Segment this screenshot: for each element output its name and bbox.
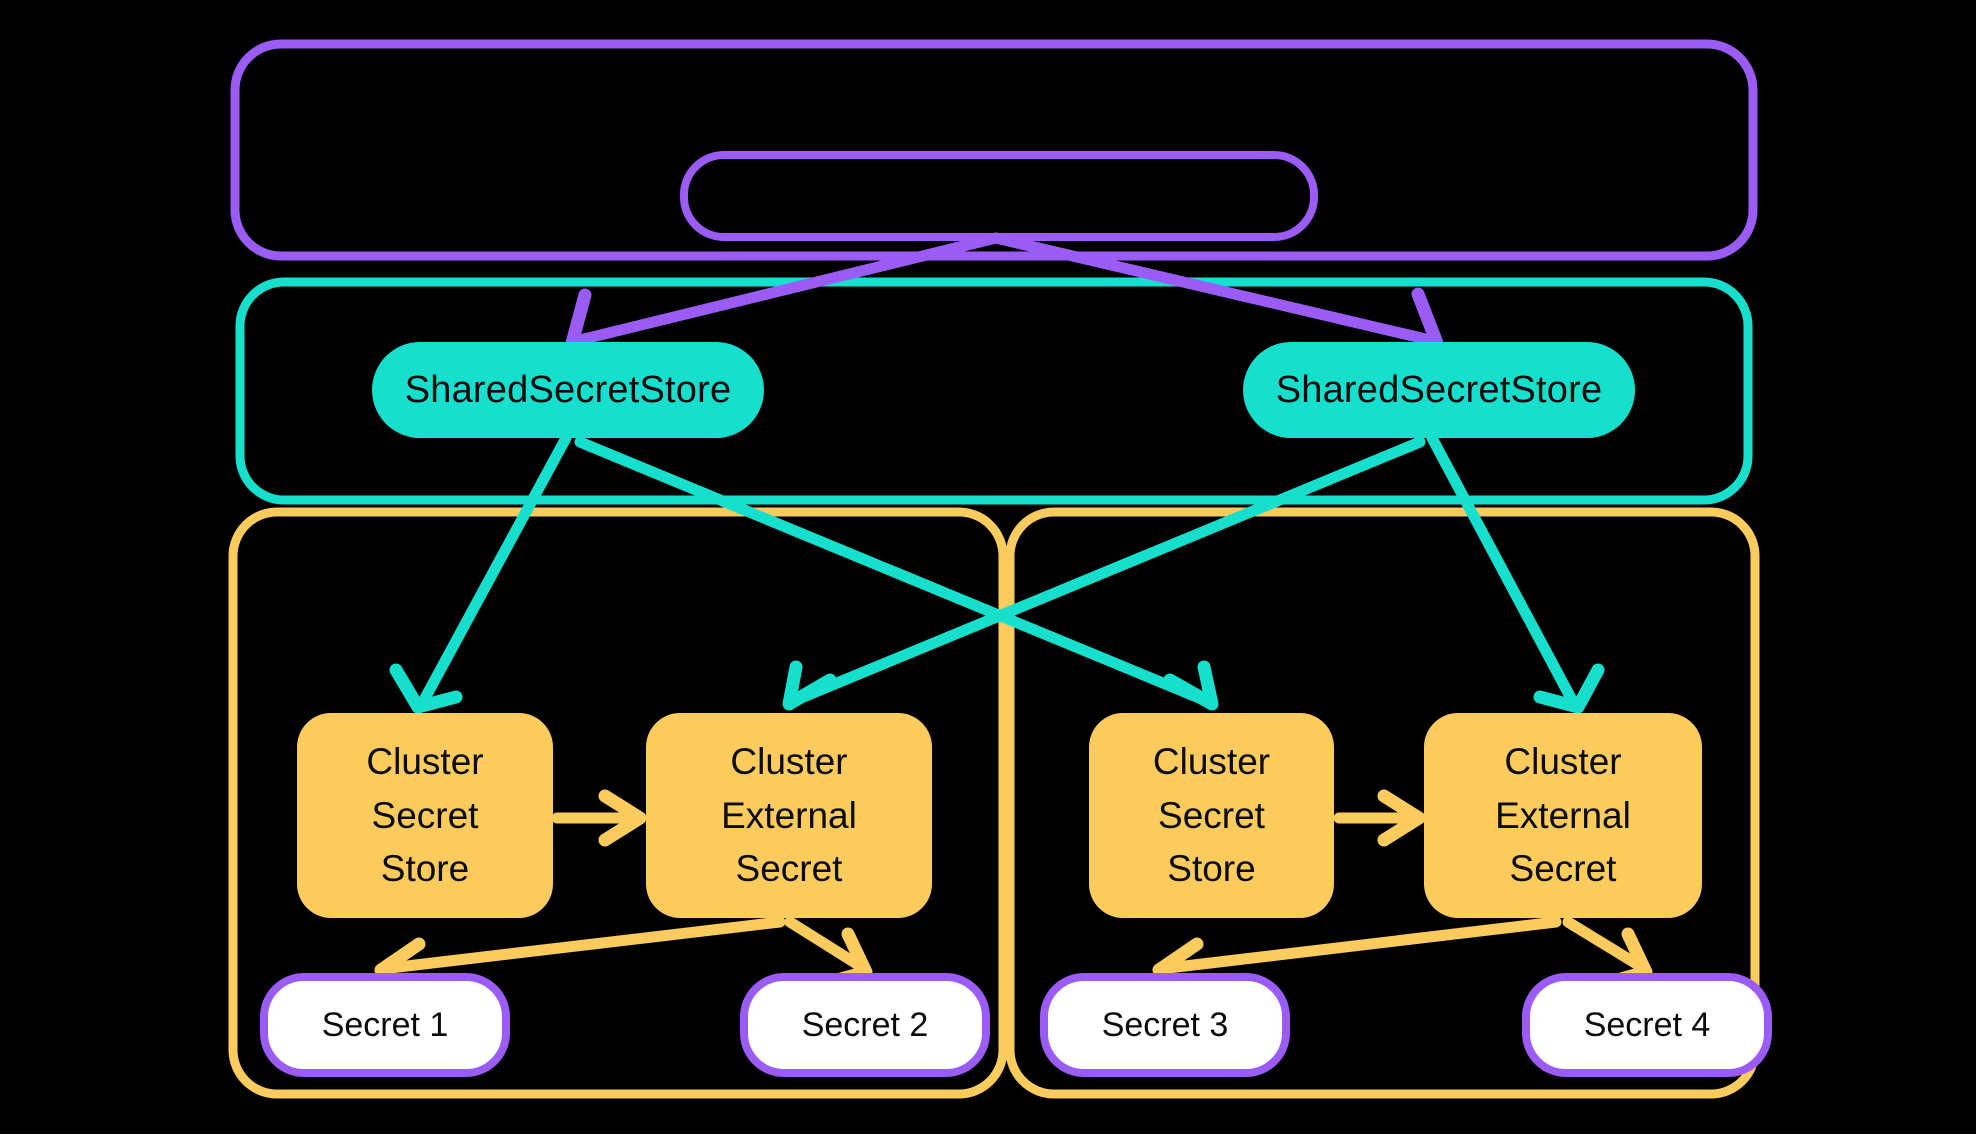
cluster-external-secret-2-line-1: Cluster (1504, 741, 1622, 783)
secret-4-label: Secret 4 (1583, 1005, 1711, 1044)
secret-1[interactable]: Secret 1 (260, 973, 510, 1077)
outer-purple-container (230, 39, 1758, 261)
cluster-external-secret-1-line-2: External (721, 794, 857, 836)
secret-2-label: Secret 2 (801, 1005, 929, 1044)
shared-right-to-cluster-external-secret-1 (782, 436, 1426, 711)
secret-3-label: Secret 3 (1101, 1005, 1229, 1044)
shared-secret-store-right[interactable]: SharedSecretStore (1243, 342, 1635, 438)
shared-right-to-cluster-external-secret-2 (1426, 432, 1605, 714)
cluster-secret-store-1-to-external-secret-1 (551, 789, 647, 847)
cluster-secret-store-1-line-1: Cluster (366, 741, 484, 783)
secret-4[interactable]: Secret 4 (1522, 973, 1772, 1077)
cluster-secret-store-1[interactable]: Cluster Secret Store (297, 713, 553, 918)
orange-cluster-container-right (1005, 507, 1760, 1099)
shared-secret-store-right-label: SharedSecretStore (1275, 368, 1603, 411)
cluster-secret-store-2-to-external-secret-2 (1333, 789, 1426, 847)
secret-2[interactable]: Secret 2 (740, 973, 990, 1077)
cluster-external-secret-1-line-3: Secret (735, 848, 843, 890)
cluster-external-secret-2-line-3: Secret (1509, 848, 1617, 890)
orange-cluster-container-left (228, 507, 1008, 1099)
cluster-secret-store-2-line-3: Store (1167, 848, 1256, 890)
cluster-secret-store-1-line-2: Secret (371, 794, 479, 836)
shared-secret-store-left[interactable]: SharedSecretStore (372, 342, 764, 438)
cluster-external-secret-2-line-2: External (1495, 794, 1631, 836)
shared-left-to-cluster-secret-store-2 (574, 436, 1219, 711)
shared-left-to-cluster-secret-store-1 (389, 432, 572, 714)
cluster-external-secret-1[interactable]: Cluster External Secret (646, 713, 932, 918)
secret-1-label: Secret 1 (321, 1005, 449, 1044)
secret-3[interactable]: Secret 3 (1040, 973, 1290, 1077)
cluster-secret-store-2-line-1: Cluster (1152, 741, 1271, 783)
cluster-secret-store-2[interactable]: Cluster Secret Store (1089, 713, 1334, 918)
cluster-secret-store-2-line-2: Secret (1158, 794, 1265, 836)
cluster-external-secret-2[interactable]: Cluster External Secret (1424, 713, 1702, 918)
cluster-secret-store-1-line-3: Store (380, 848, 470, 890)
cluster-external-secret-1-line-1: Cluster (730, 741, 848, 783)
teal-container (235, 277, 1753, 505)
shared-secret-store-left-label: SharedSecretStore (404, 368, 732, 411)
